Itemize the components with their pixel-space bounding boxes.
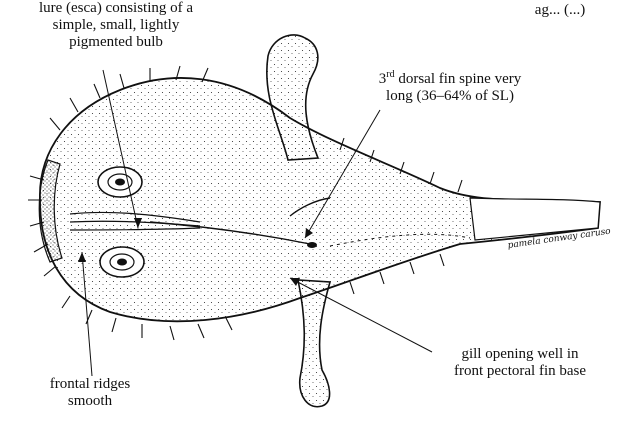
lure-label-line1: lure (esca) consisting of a <box>6 0 226 17</box>
frontal-ridges-label: frontal ridges smooth <box>20 376 160 410</box>
lower-pectoral-fin <box>298 280 330 407</box>
gill-label-line2: front pectoral fin base <box>420 363 617 380</box>
dorsal-spine-label-line1: 3rd dorsal fin spine very <box>350 66 550 88</box>
ridges-label-line1: frontal ridges <box>20 376 160 393</box>
header-fragment-label: ag... (...) <box>505 2 615 19</box>
lure-label-line3: pigmented bulb <box>6 34 226 51</box>
esca-bulb <box>307 242 317 248</box>
lure-label-line2: simple, small, lightly <box>6 17 226 34</box>
lure-label: lure (esca) consisting of a simple, smal… <box>6 0 226 51</box>
upper-eye-icon <box>98 167 142 197</box>
lower-eye-icon <box>100 247 144 277</box>
ridges-label-line2: smooth <box>20 393 160 410</box>
gill-label-line1: gill opening well in <box>420 346 617 363</box>
dorsal-spine-label-line2: long (36–64% of SL) <box>350 88 550 105</box>
gill-opening-label: gill opening well in front pectoral fin … <box>420 346 617 380</box>
dorsal-spine-label: 3rd dorsal fin spine very long (36–64% o… <box>350 66 550 105</box>
